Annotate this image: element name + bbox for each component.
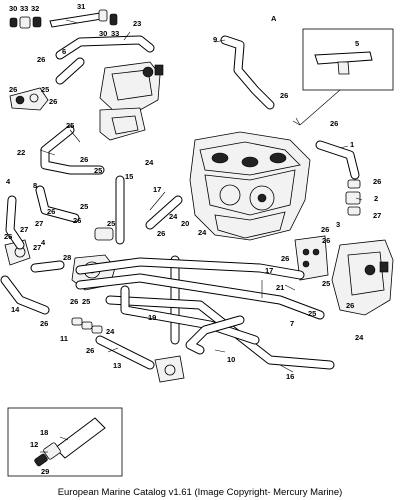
callout-25: 25 — [41, 85, 49, 94]
image-caption: European Marine Catalog v1.61 (Image Cop… — [57, 487, 343, 498]
callout-30: 30 — [9, 4, 17, 13]
callout-24: 24 — [145, 158, 154, 167]
callout-26: 26 — [73, 216, 81, 225]
callout-26: 26 — [9, 85, 17, 94]
callout-25: 25 — [107, 219, 115, 228]
callout-26: 26 — [47, 207, 55, 216]
callout-11: 11 — [60, 334, 68, 343]
callout-25: 25 — [80, 202, 88, 211]
callout-27: 27 — [33, 243, 41, 252]
callout-3: 3 — [336, 220, 340, 229]
callout-4: 4 — [6, 177, 11, 186]
callout-33: 33 — [111, 29, 119, 38]
right-pump-assembly — [294, 235, 394, 316]
callout-10: 10 — [227, 355, 235, 364]
bottom-tee-fitting — [154, 355, 185, 383]
callout-16: 16 — [286, 372, 294, 381]
callout-29: 29 — [41, 467, 49, 476]
callout-21: 21 — [276, 283, 284, 292]
upper-pump-assembly — [99, 61, 164, 141]
callout-24: 24 — [355, 333, 364, 342]
detail-inset-bottom-left — [7, 407, 123, 477]
engine-block — [189, 131, 311, 241]
callout-25: 25 — [82, 297, 90, 306]
callout-17: 17 — [265, 266, 273, 275]
callout-27: 27 — [20, 225, 28, 234]
callout-27: 27 — [35, 219, 43, 228]
callout-26: 26 — [49, 97, 57, 106]
callout-28: 28 — [63, 253, 71, 262]
callout-5: 5 — [355, 39, 359, 48]
left-fitting-assembly — [9, 87, 49, 111]
leader-lines — [39, 19, 363, 453]
callout-24: 24 — [198, 228, 207, 237]
callout-20: 20 — [181, 219, 189, 228]
callout-25: 25 — [308, 309, 316, 318]
callout-25: 25 — [322, 279, 330, 288]
callout-4: 4 — [41, 238, 46, 247]
callout-9: 9 — [213, 35, 217, 44]
callout-25: 25 — [66, 121, 74, 130]
callout-12: 12 — [30, 440, 38, 449]
callout-24: 24 — [106, 327, 115, 336]
callout-26: 26 — [37, 55, 45, 64]
callout-25: 25 — [94, 166, 102, 175]
callout-23: 23 — [133, 19, 141, 28]
callout-13: 13 — [113, 361, 121, 370]
callout-26: 26 — [330, 119, 338, 128]
callout-15: 15 — [125, 172, 133, 181]
callout-31: 31 — [77, 2, 85, 11]
callout-17: 17 — [153, 185, 161, 194]
callout-7: 7 — [290, 319, 294, 328]
callout-labels: 32 33 33 30 30 31 23 6 26 26 26 25 25 22… — [4, 2, 381, 476]
hose-clamp-parts-top-left — [9, 9, 118, 29]
callout-26: 26 — [321, 225, 329, 234]
callout-26: 26 — [373, 177, 381, 186]
callout-32: 32 — [31, 4, 39, 13]
callout-26: 26 — [280, 91, 288, 100]
callout-26: 26 — [86, 346, 94, 355]
detail-inset-top-right — [302, 28, 394, 91]
callout-26: 26 — [157, 229, 165, 238]
hose-connector-detail — [34, 417, 106, 467]
callout-8: 8 — [33, 181, 37, 190]
callout-26: 26 — [4, 232, 12, 241]
callout-30: 30 — [99, 29, 107, 38]
callout-A: A — [271, 14, 277, 23]
right-fittings-2-26-27 — [345, 179, 361, 216]
callout-27: 27 — [373, 211, 381, 220]
callout-24: 24 — [169, 212, 178, 221]
tee-fitting-part-5 — [314, 51, 373, 75]
callout-26: 26 — [281, 254, 289, 263]
fittings-cluster-11 — [71, 317, 103, 334]
callout-26: 26 — [70, 297, 78, 306]
callout-2: 2 — [374, 194, 378, 203]
callout-14: 14 — [11, 305, 20, 314]
callout-26: 26 — [40, 319, 48, 328]
callout-22: 22 — [17, 148, 25, 157]
callout-1: 1 — [350, 140, 354, 149]
callout-18: 18 — [40, 428, 48, 437]
callout-26: 26 — [346, 301, 354, 310]
callout-26: 26 — [322, 236, 330, 245]
callout-19: 19 — [148, 313, 156, 322]
callout-33: 33 — [20, 4, 28, 13]
callout-26: 26 — [80, 155, 88, 164]
callout-6: 6 — [62, 47, 66, 56]
